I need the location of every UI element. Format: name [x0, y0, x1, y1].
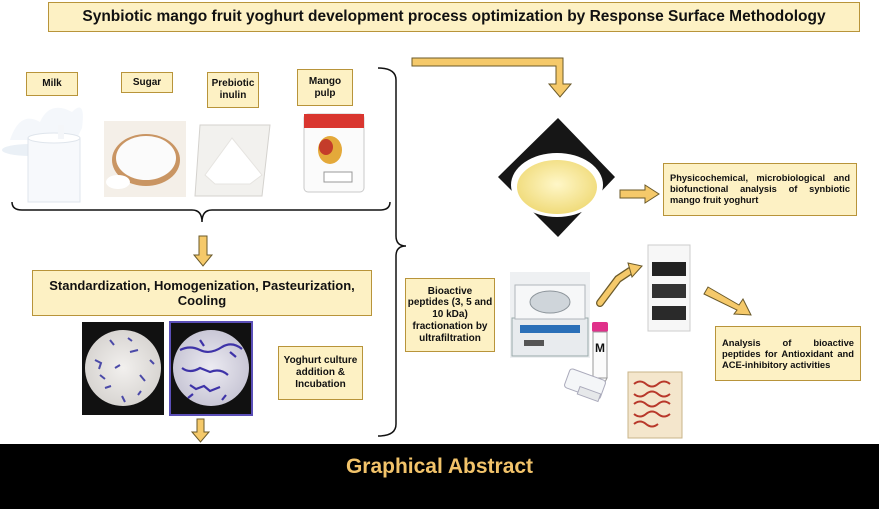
sugar-label: Sugar: [121, 72, 173, 93]
footer-title: Graphical Abstract: [345, 455, 534, 478]
processing-step-box: Standardization, Homogenization, Pasteur…: [32, 270, 372, 316]
title-box: Synbiotic mango fruit yoghurt developmen…: [48, 2, 860, 32]
mango-pulp-label: Mango pulp: [297, 69, 353, 106]
mango-pulp-image: [303, 113, 365, 193]
peptide-structure-image: [627, 371, 683, 439]
milk-image: [2, 107, 83, 203]
milk-label: Milk: [26, 72, 78, 96]
yoghurt-image: [498, 118, 615, 237]
arrow-down-2: [190, 418, 211, 443]
right-brace: [377, 67, 407, 437]
arrow-to-physico: [619, 184, 660, 204]
culture-step-box: Yoghurt culture addition & Incubation: [278, 346, 363, 400]
physicochemical-analysis-box: Physicochemical, microbiological and bio…: [663, 163, 857, 216]
petri-dish-1-image: [82, 322, 164, 415]
bioactive-peptides-box: Bioactive peptides (3, 5 and 10 kDa) fra…: [405, 278, 495, 352]
filter-device-image: [564, 368, 606, 403]
inulin-image: [194, 124, 271, 197]
tube-label: M: [595, 341, 605, 355]
bioactive-analysis-box: Analysis of bioactive peptides for Antio…: [715, 326, 861, 381]
sugar-image: [104, 121, 186, 197]
ultrafiltration-image: [647, 244, 691, 332]
prebiotic-inulin-label: Prebiotic inulin: [207, 72, 259, 108]
arrow-top-right: [411, 57, 573, 98]
arrow-down-1: [192, 235, 214, 267]
ingredients-brace: [11, 201, 391, 223]
arrow-to-analysis: [703, 286, 752, 316]
petri-dish-2-image: [169, 321, 253, 416]
centrifuge-image: [510, 272, 590, 358]
footer-bar: [0, 444, 879, 509]
